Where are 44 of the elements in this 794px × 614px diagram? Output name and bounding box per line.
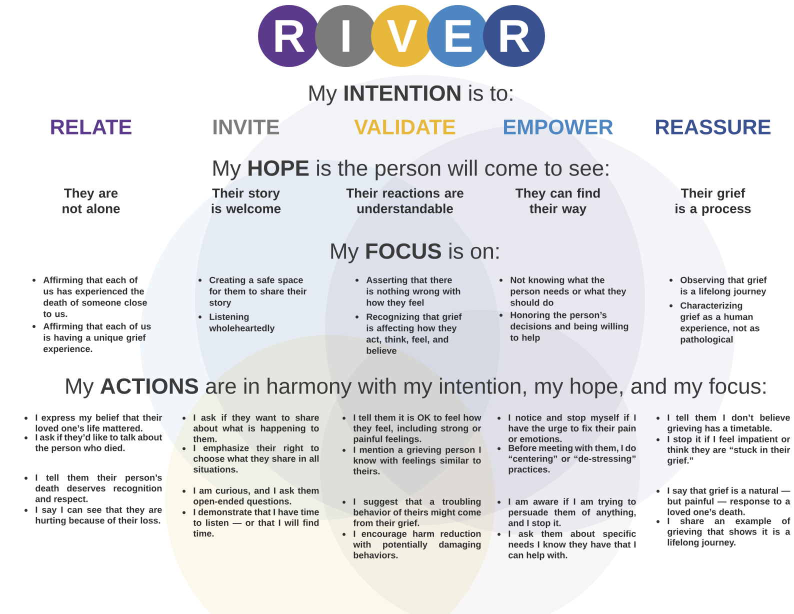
hope-text: They can find their way (516, 188, 600, 216)
bullet-text: I am curious, and I ask them open-ended questions. (194, 487, 319, 506)
bullet-text: I demonstrate that I have time to listen — or that I will find time. (193, 508, 319, 537)
bullet-text: Creating a safe space for them to share their story (209, 276, 307, 308)
bullet-text: I share an example of grieving that shows it is a lifelong journey. (668, 518, 790, 548)
bullet-text: I say I can see that they are hurting because of their loss. (36, 506, 162, 526)
column-heading: VALIDATE (354, 120, 456, 134)
bullet-text: Characterizing grief as a human experience, not as pathological (680, 302, 760, 344)
hope-text: Their story is welcome (212, 188, 281, 214)
bullet-text: I ask them about specific needs I know they have that I can help with. (508, 530, 636, 560)
bullet-text: I suggest that a troubling behavior of theirs might come from their grief. (353, 498, 481, 528)
bullet-text: I notice and stop myself if I have the urge to fix their pain or emotions. (508, 414, 636, 442)
bullet-text: I emphasize their right to choose what they share in all situations. (194, 444, 319, 473)
column-heading: EMPOWER (504, 120, 613, 134)
column-heading: RELATE (51, 120, 132, 134)
bullet-text: I am aware if I am trying to persuade them of anything, and I stop it. (508, 498, 636, 528)
bullet-text: I tell them I don’t believe grieving has a timetable. (668, 414, 790, 434)
bullet-text: Listening wholeheartedly (209, 313, 275, 334)
bullet-text: Honoring the person’s decisions and being willing to help (510, 312, 628, 343)
bullet-text: Observing that grief is a lifelong journey (680, 276, 767, 296)
bullet-text: I tell them their person’s death deserves recognition and respect. (35, 474, 162, 504)
hope-text: They are not alone (62, 188, 120, 214)
bullet-text: Asserting that there is nothing wrong with how they feel (366, 276, 460, 308)
heading: My ACTIONS are in harmony with my intention, my hope, and my focus: (66, 378, 766, 398)
bullet-text: I mention a grieving person I know with feelings similar to theirs. (353, 446, 481, 474)
bullet-text: I ask if they want to share about what is happening to them. (193, 414, 319, 442)
bullet-text: Before meeting with them, I do “centering” or “de-stressing” practices. (508, 444, 636, 474)
bullet-text: Not knowing what the person needs or what they should do (510, 276, 626, 306)
heading: My HOPE is the person will come to see: (214, 160, 608, 180)
bullet-text: Affirming that each of us is having a unique grief experience. (43, 322, 151, 354)
hope-text: Their grief is a process (676, 188, 751, 216)
bullet-text: I say that grief is a natural — but painful — response to a loved one’s death. (668, 487, 790, 516)
bullet-text: I stop it if I feel impatient or think they are “stuck in their grief.” (667, 436, 790, 466)
bullet-text: I express my belief that their loved one’s life mattered. (36, 414, 162, 432)
bullet-text: I tell them it is OK to feel how they feel, including strong or painful feelings. (353, 414, 482, 444)
hope-text: Their reactions are understandable (346, 188, 464, 214)
bullet-text: I encourage harm reduction with potentially damaging behaviors. (353, 530, 481, 558)
column-heading: INVITE (214, 120, 280, 134)
bullet-text: Recognizing that grief is affecting how they act, think, feel, and believe (366, 313, 462, 354)
heading: My INTENTION is to: (310, 84, 512, 106)
bullet-text: I ask if they’d like to talk about the person who died. (35, 434, 162, 453)
bullet-text: Affirming that each of us has experienced the death of someone close to us. (43, 276, 147, 318)
heading: My FOCUS is on: (331, 242, 499, 264)
column-heading: REASSURE (656, 120, 771, 134)
